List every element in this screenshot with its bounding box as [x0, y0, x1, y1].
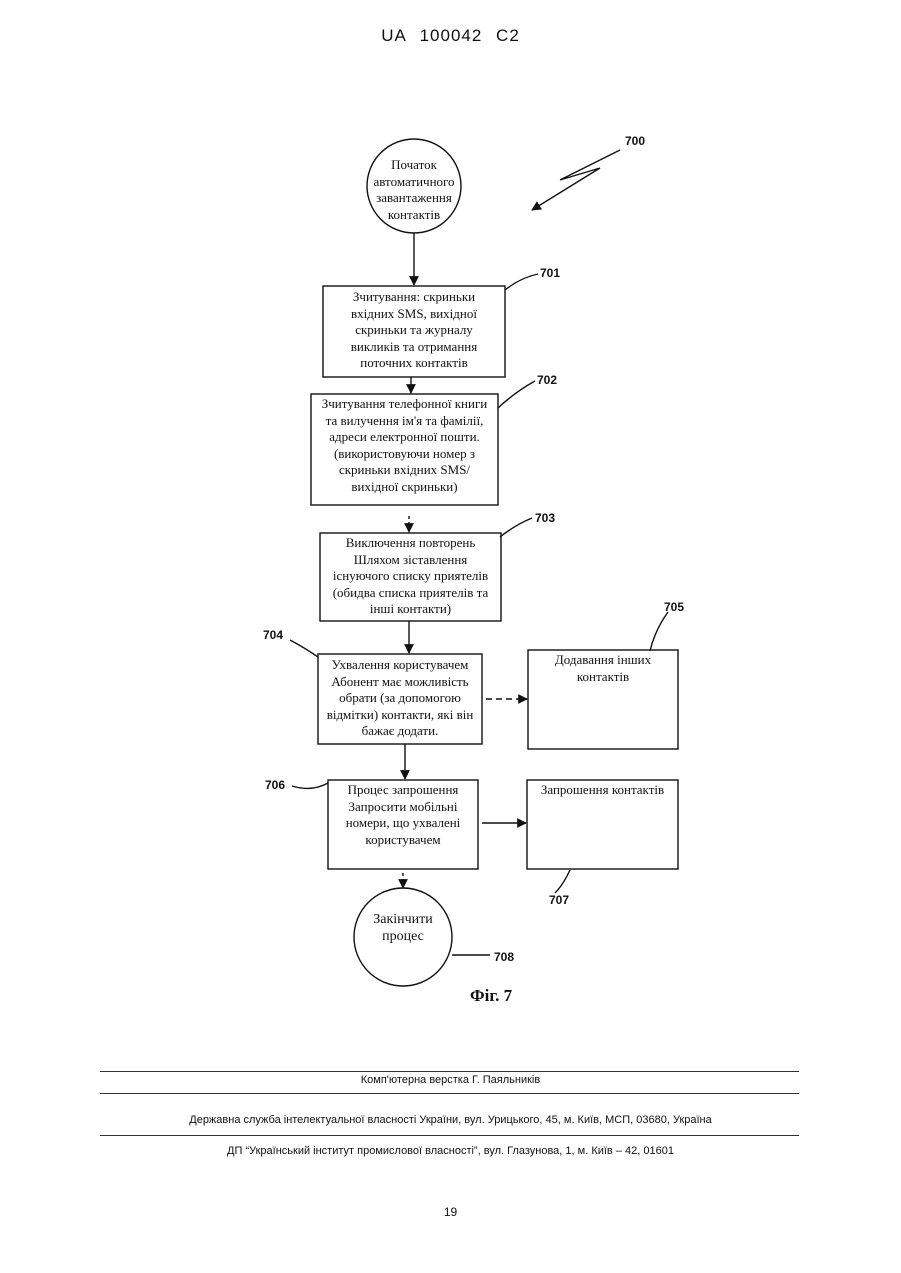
- figure-caption: Фіг. 7: [470, 986, 512, 1006]
- step-705-label: Додавання інших контактів: [528, 652, 678, 685]
- leader-703: [500, 518, 532, 537]
- ref-701: 701: [540, 266, 560, 280]
- leader-700: [532, 150, 620, 210]
- leader-702: [498, 381, 535, 408]
- step-703-label: Виключення повторень Шляхом зіставлення …: [318, 535, 503, 618]
- layout-credit: Комп'ютерна верстка Г. Паяльників: [0, 1074, 901, 1086]
- footer-rule-3: [100, 1135, 799, 1136]
- ref-700: 700: [625, 134, 645, 148]
- ref-704: 704: [263, 628, 283, 642]
- footer-rule-2: [100, 1093, 799, 1094]
- ref-707: 707: [549, 893, 569, 907]
- step-706-label: Процес запрошення Запросити мобільні ном…: [328, 782, 478, 848]
- end-terminal-label: Закінчити процес: [356, 912, 450, 945]
- footer-rule-1: [100, 1071, 799, 1072]
- ref-706: 706: [265, 778, 285, 792]
- ref-703: 703: [535, 511, 555, 525]
- page-number: 19: [0, 1205, 901, 1219]
- leader-704: [290, 640, 318, 657]
- leader-705: [650, 612, 668, 651]
- ref-705: 705: [664, 600, 684, 614]
- leader-706: [292, 783, 328, 788]
- step-707-label: Запрошення контактів: [527, 782, 678, 799]
- step-701-label: Зчитування: скриньки вхідних SMS, вихідн…: [323, 289, 505, 372]
- agency-address: Державна служба інтелектуальної власност…: [0, 1114, 901, 1126]
- ref-702: 702: [537, 373, 557, 387]
- step-702-label: Зчитування телефонної книги та вилучення…: [307, 396, 502, 495]
- leader-701: [505, 274, 538, 290]
- institute-address: ДП “Український інститут промислової вла…: [0, 1145, 901, 1157]
- ref-708: 708: [494, 950, 514, 964]
- leader-707: [555, 870, 570, 893]
- start-terminal-label: Початок автоматичного завантаження конта…: [367, 157, 461, 223]
- step-704-label: Ухвалення користувачем Абонент має можли…: [314, 657, 486, 740]
